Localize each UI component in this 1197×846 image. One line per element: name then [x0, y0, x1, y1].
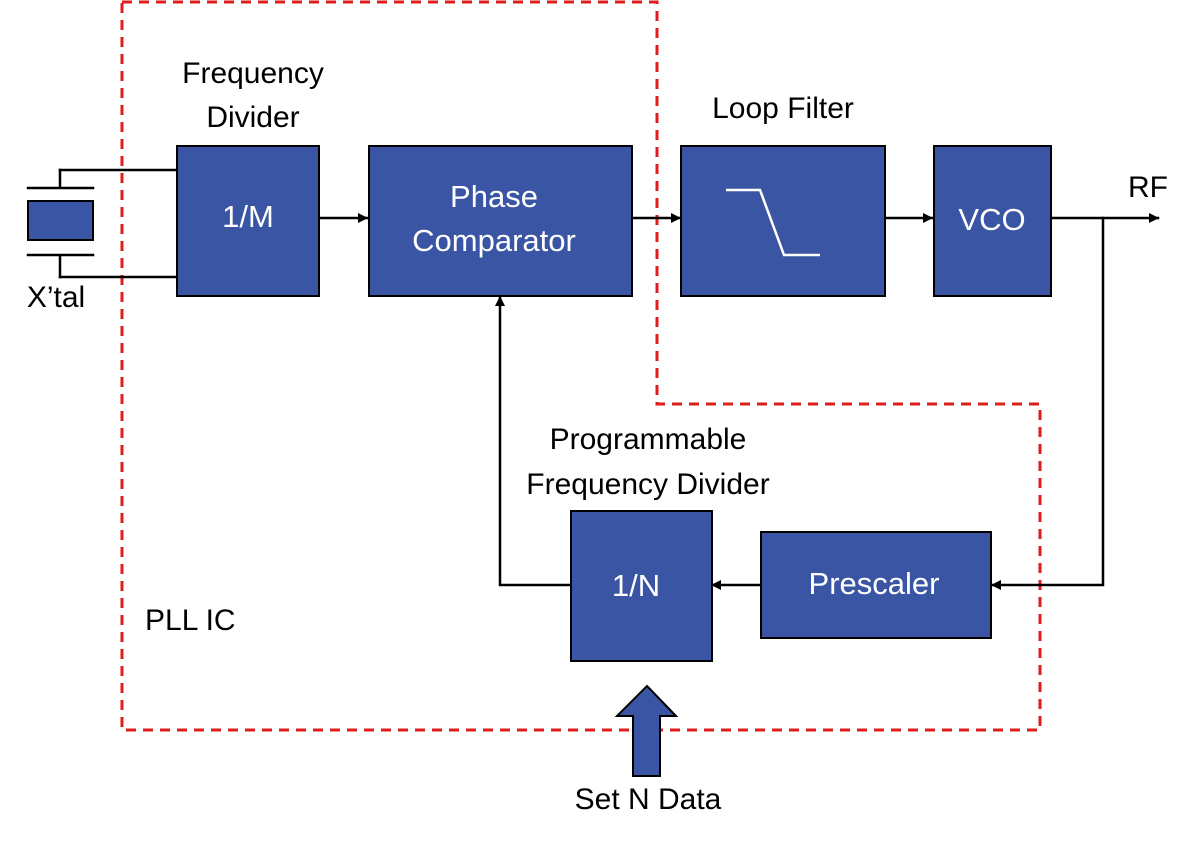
phase-comparator-label-line1: Phase [450, 179, 538, 214]
set-n-data-label: Set N Data [575, 783, 722, 816]
prescaler-label: Prescaler [809, 566, 940, 601]
frequency-divider-title-line1: Frequency [182, 57, 324, 90]
m-divider-label: 1/M [222, 199, 274, 234]
programmable-frequency-divider-title-line2: Frequency Divider [526, 468, 769, 501]
set-n-data-arrow-icon [614, 684, 679, 777]
loop-filter-block [680, 145, 886, 297]
programmable-frequency-divider-title-line1: Programmable [550, 423, 747, 456]
m-divider-block [176, 145, 320, 297]
wire-n-divider-to-phase-comparator [495, 295, 573, 587]
crystal-bottom-lead [26, 253, 95, 279]
n-divider-label: 1/N [612, 568, 660, 603]
frequency-divider-title-line2: Divider [206, 101, 299, 134]
vco-label: VCO [958, 202, 1025, 237]
low-pass-filter-icon [726, 188, 820, 257]
wire-rf-feedback-to-prescaler [990, 216, 1105, 590]
n-divider-block [570, 510, 713, 662]
prescaler-block [760, 531, 992, 639]
crystal-oscillator [26, 168, 95, 279]
pll-ic-boundary [120, 0, 1042, 732]
vco-block [933, 145, 1052, 297]
phase-comparator-label-line2: Comparator [412, 223, 576, 258]
loop-filter-title: Loop Filter [712, 92, 854, 125]
phase-comparator-block [368, 145, 633, 297]
crystal-top-lead [26, 168, 95, 190]
pll-ic-label: PLL IC [145, 604, 236, 637]
rf-output-label: RF [1128, 171, 1168, 204]
crystal-body [27, 200, 94, 241]
crystal-label: X’tal [27, 281, 85, 314]
